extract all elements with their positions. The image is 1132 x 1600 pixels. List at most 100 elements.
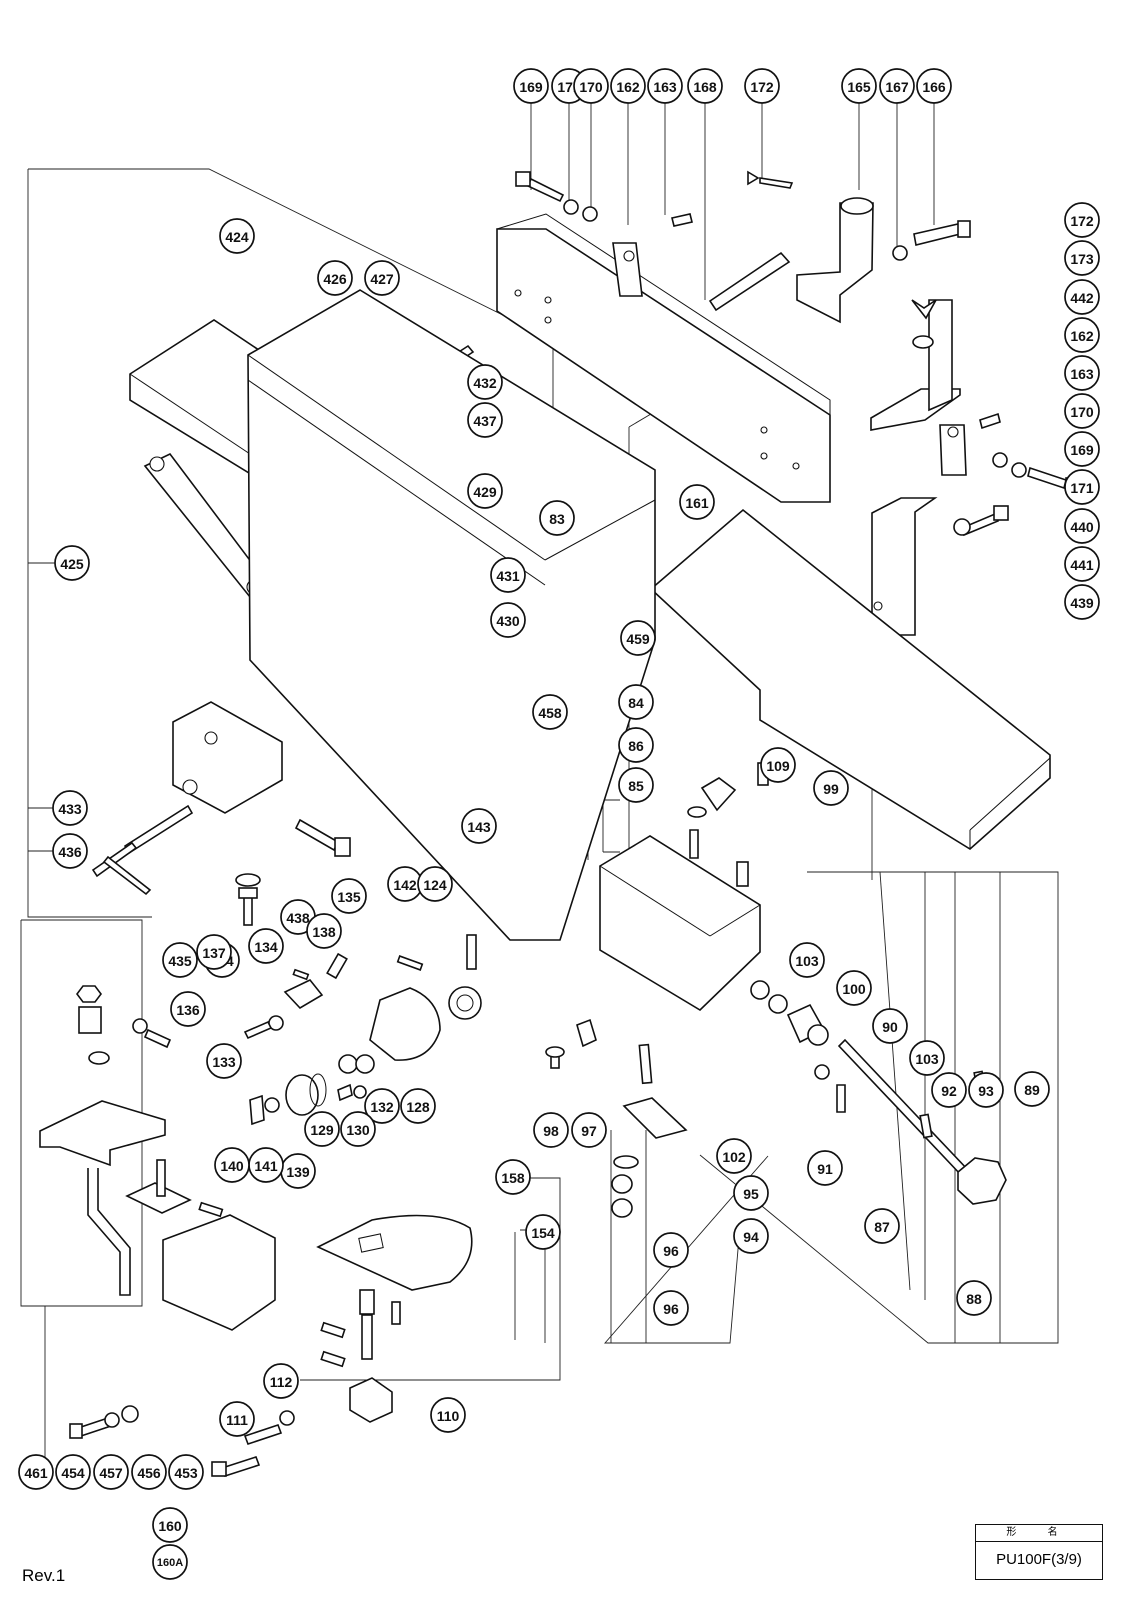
callout-number: 457 [99, 1465, 123, 1481]
callout-93: 93 [968, 1072, 1004, 1108]
callout-number: 154 [531, 1225, 555, 1241]
callout-number: 99 [823, 781, 839, 797]
callout-456: 456 [131, 1454, 167, 1490]
callout-425: 425 [54, 545, 90, 581]
callout-169: 169 [513, 68, 549, 104]
callout-number: 133 [212, 1054, 236, 1070]
callout-95: 95 [733, 1175, 769, 1211]
callout-130: 130 [340, 1111, 376, 1147]
revision-label: Rev.1 [22, 1566, 66, 1585]
callout-162b: 162 [1064, 317, 1100, 353]
callout-number: 458 [538, 705, 562, 721]
callout-89: 89 [1014, 1071, 1050, 1107]
callout-98: 98 [533, 1112, 569, 1148]
callout-170b: 170 [1064, 393, 1100, 429]
callout-134: 134 [248, 928, 284, 964]
callout-number: 141 [254, 1158, 278, 1174]
model-number: PU100F(3/9) [996, 1551, 1082, 1568]
part-drawings [39, 170, 1081, 1477]
callout-133: 133 [206, 1043, 242, 1079]
callout-111: 111 [219, 1401, 255, 1437]
callout-number: 93 [978, 1083, 994, 1099]
callout-137: 137 [196, 934, 232, 970]
callout-431: 431 [490, 557, 526, 593]
callout-number: 86 [628, 738, 644, 754]
callout-94: 94 [733, 1218, 769, 1254]
callout-87: 87 [864, 1208, 900, 1244]
callout-number: 166 [922, 79, 946, 95]
callout-number: 124 [423, 877, 447, 893]
callout-138: 138 [306, 913, 342, 949]
callout-172: 172 [744, 68, 780, 104]
callout-number: 438 [286, 910, 310, 926]
callout-171b: 171 [1064, 469, 1100, 505]
fence-rail [496, 228, 831, 503]
callout-124: 124 [417, 866, 453, 902]
callout-number: 111 [226, 1412, 248, 1428]
callout-96: 96 [653, 1232, 689, 1268]
callout-426: 426 [317, 260, 353, 296]
callout-168: 168 [687, 68, 723, 104]
callout-number: 171 [1070, 480, 1094, 496]
callout-128: 128 [400, 1088, 436, 1124]
callout-435: 435 [162, 942, 198, 978]
callout-number: 84 [628, 695, 644, 711]
callout-number: 139 [286, 1164, 310, 1180]
callout-number: 454 [61, 1465, 85, 1481]
callout-number: 112 [270, 1374, 293, 1390]
callout-number: 442 [1070, 290, 1094, 306]
callout-number: 435 [168, 953, 192, 969]
callout-number: 140 [220, 1158, 244, 1174]
callout-number: 430 [496, 613, 520, 629]
callout-437: 437 [467, 402, 503, 438]
callout-432: 432 [467, 364, 503, 400]
callout-457: 457 [93, 1454, 129, 1490]
callout-number: 160 [158, 1518, 182, 1534]
callout-458: 458 [532, 694, 568, 730]
callout-139: 139 [280, 1153, 316, 1189]
callout-number: 461 [24, 1465, 48, 1481]
callout-439: 439 [1064, 584, 1100, 620]
callout-99: 99 [813, 770, 849, 806]
callout-number: 94 [743, 1229, 759, 1245]
callout-number: 134 [254, 939, 278, 955]
callout-136: 136 [170, 991, 206, 1027]
callout-number: 426 [323, 271, 347, 287]
callout-430: 430 [490, 602, 526, 638]
callout-number: 137 [202, 945, 226, 961]
callout-86: 86 [618, 727, 654, 763]
callout-number: 103 [915, 1051, 939, 1067]
callout-number: 162 [1070, 328, 1094, 344]
callout-number: 424 [225, 229, 249, 245]
callout-number: 165 [847, 79, 871, 95]
callout-132: 132 [364, 1088, 400, 1124]
callout-number: 136 [176, 1002, 200, 1018]
callout-88: 88 [956, 1280, 992, 1316]
cutter-guard [316, 1214, 473, 1291]
callout-96b: 96 [653, 1290, 689, 1326]
callout-number: 160A [157, 1557, 183, 1569]
callout-number: 161 [685, 495, 709, 511]
callout-number: 91 [817, 1161, 833, 1177]
callout-number: 102 [722, 1149, 746, 1165]
callout-167: 167 [879, 68, 915, 104]
callout-number: 172 [1070, 213, 1094, 229]
callout-number: 98 [543, 1123, 559, 1139]
callout-427: 427 [364, 260, 400, 296]
callout-number: 143 [467, 819, 491, 835]
callout-number: 436 [58, 844, 82, 860]
callout-number: 103 [795, 953, 819, 969]
callout-129: 129 [304, 1111, 340, 1147]
callout-140: 140 [214, 1147, 250, 1183]
callout-number: 427 [370, 271, 394, 287]
callout-number: 169 [519, 79, 543, 95]
callout-number: 132 [370, 1099, 394, 1115]
callout-number: 170 [579, 79, 603, 95]
callout-84: 84 [618, 684, 654, 720]
planer-base [247, 289, 656, 941]
callout-102: 102 [716, 1138, 752, 1174]
callout-number: 163 [1070, 366, 1094, 382]
infeed-bracket [172, 701, 283, 814]
callout-459: 459 [620, 620, 656, 656]
callout-135: 135 [331, 878, 367, 914]
